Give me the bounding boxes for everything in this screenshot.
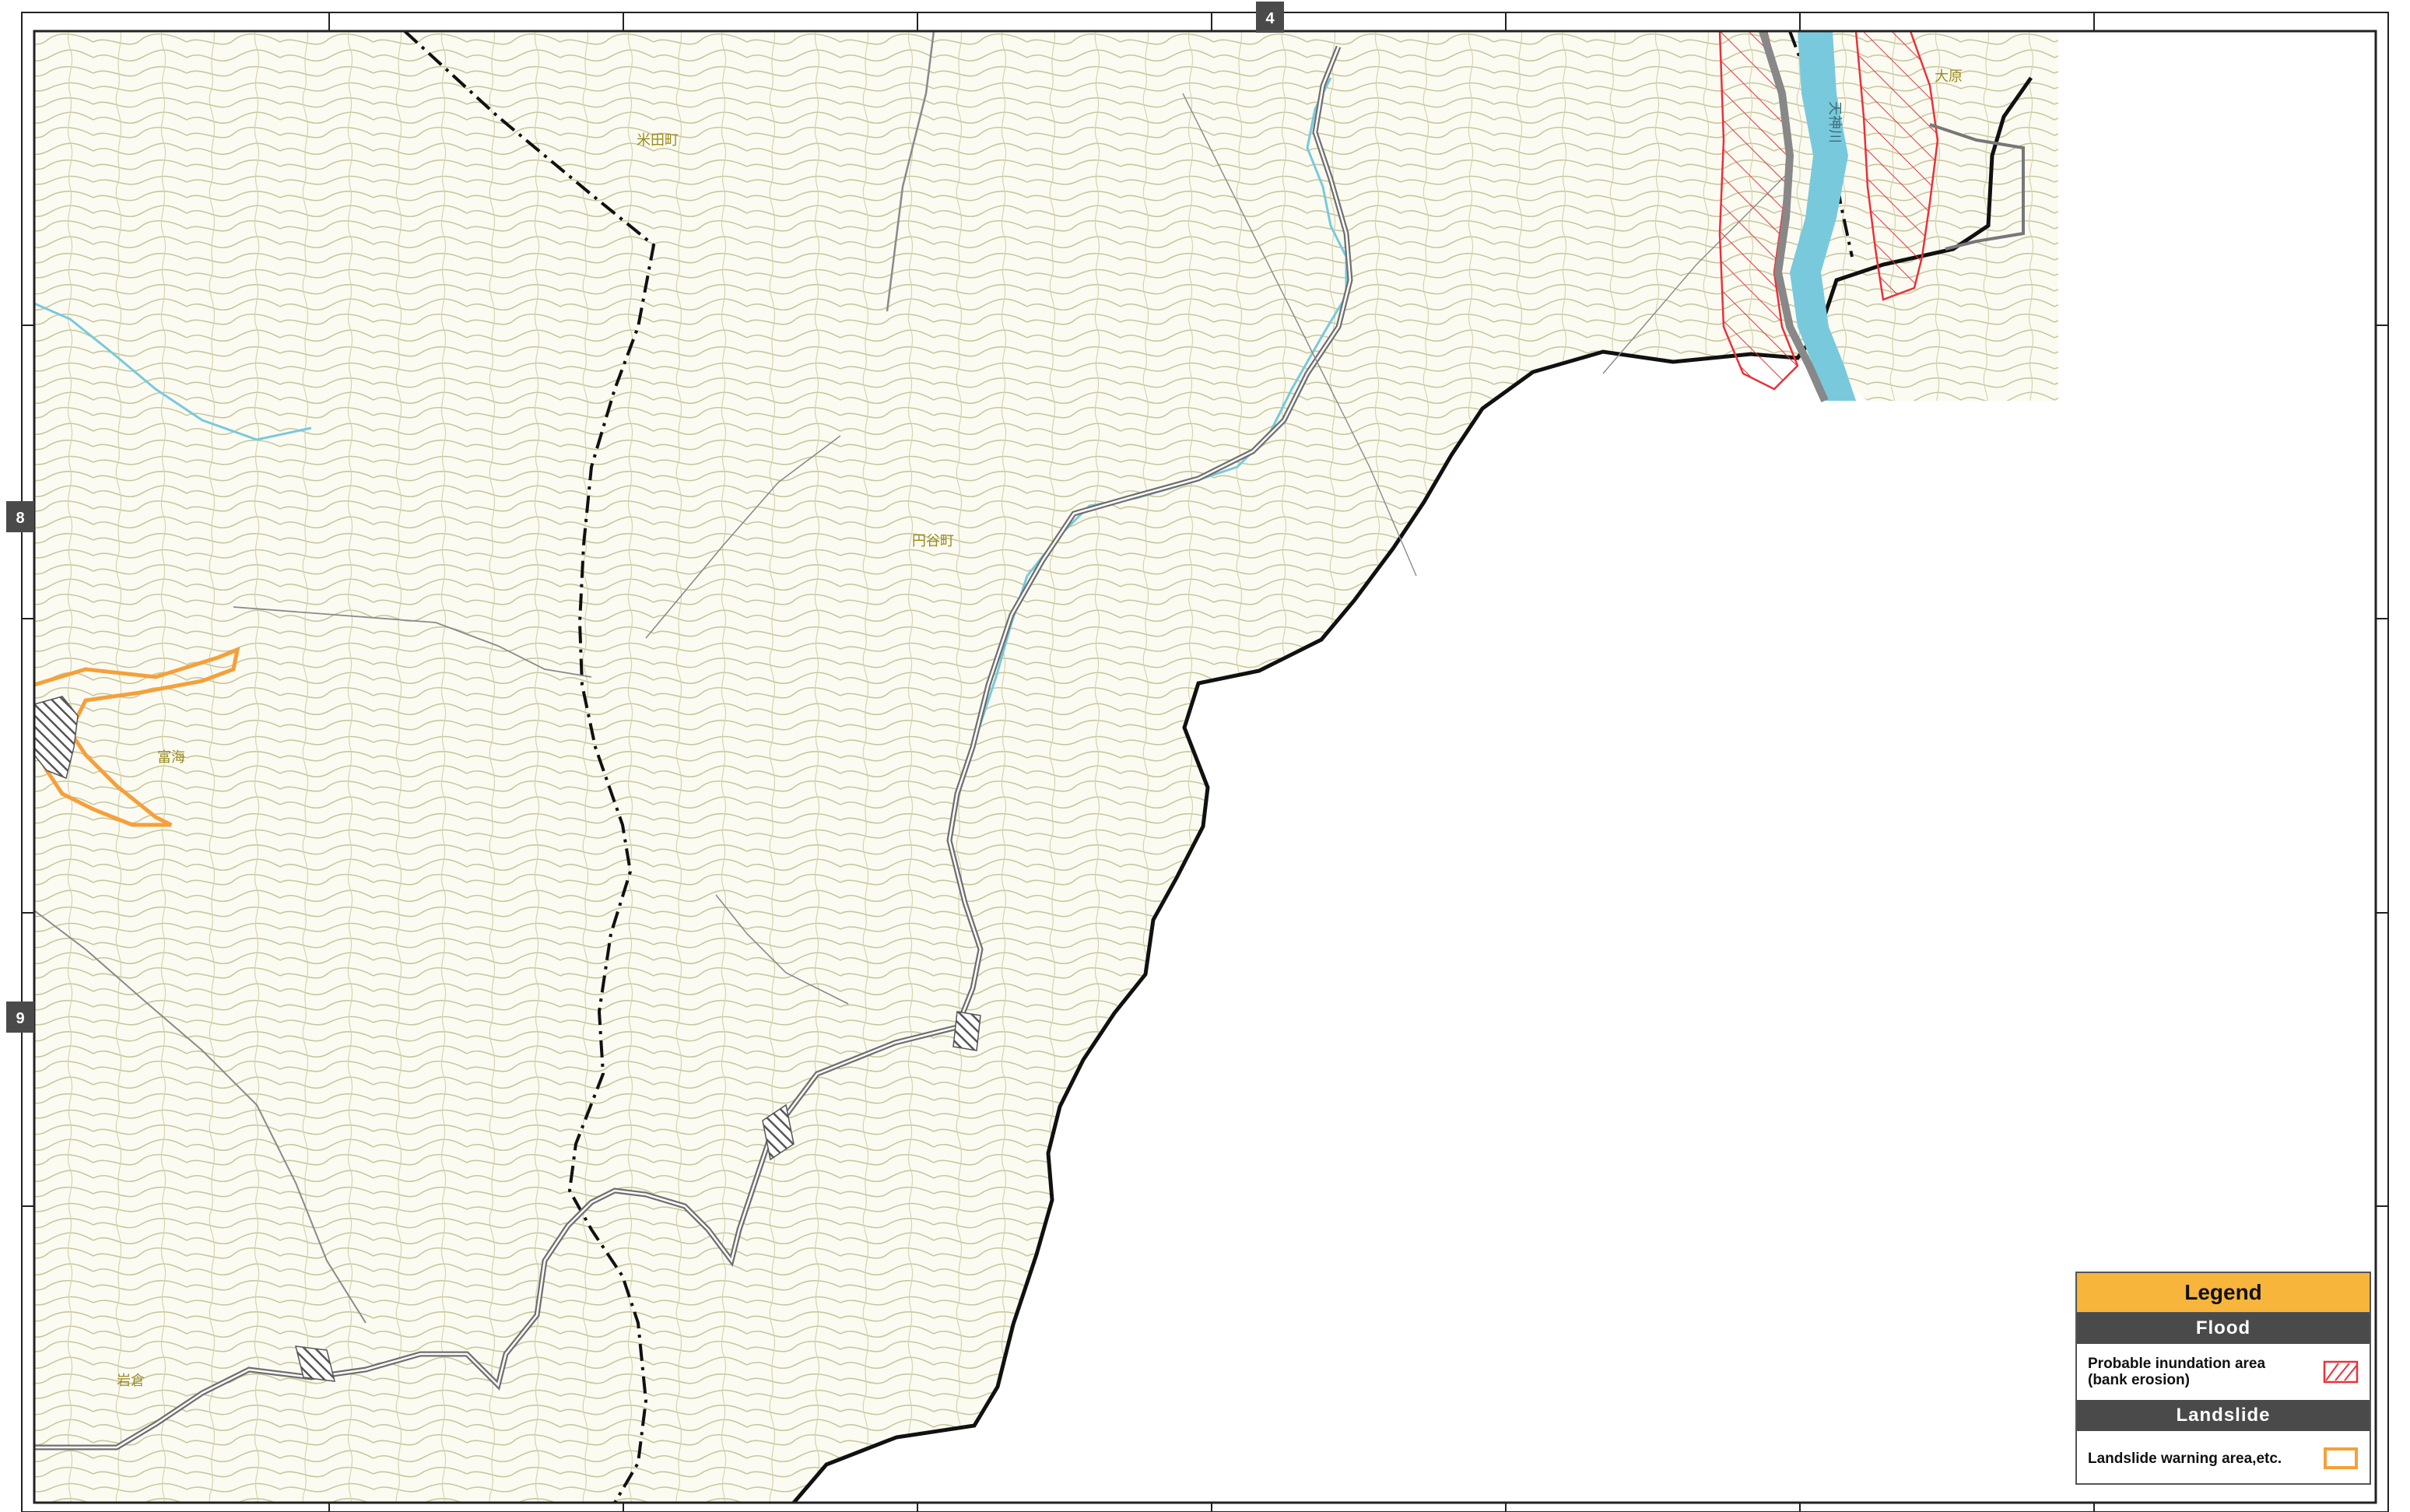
minor-road <box>34 910 367 1324</box>
highway <box>1759 31 1829 403</box>
main-road-inner <box>34 46 1352 1449</box>
orange-outline-rectangle-icon <box>2324 1447 2358 1469</box>
grid-label-top-4: 4 <box>1256 2 1284 33</box>
river-label: 天神川 <box>1826 101 1843 143</box>
legend-item-inundation: Probable inundation area (bank erosion) <box>2077 1344 2370 1400</box>
road-east <box>1929 123 2025 251</box>
town-boundary-line <box>403 31 656 1503</box>
legend-section-flood: Flood <box>2077 1313 2370 1344</box>
minor-road <box>645 435 841 639</box>
steep-slope-area <box>762 1103 795 1161</box>
place-label-ohara: 大原 <box>1935 68 1963 85</box>
minor-road <box>886 31 935 312</box>
steep-slope-area <box>952 1011 981 1051</box>
minor-road <box>233 606 592 678</box>
legend-item-inundation-label: Probable inundation area (bank erosion) <box>2088 1356 2266 1388</box>
stream-west <box>34 302 312 441</box>
grid-label-left-8: 8 <box>6 501 34 532</box>
legend-item-landslide-label: Landslide warning area,etc. <box>2088 1450 2282 1467</box>
red-hatched-rectangle-icon <box>2323 1360 2359 1384</box>
flood-area-east <box>1854 31 1939 301</box>
map-frame <box>33 30 2377 1504</box>
minor-road <box>1182 93 1417 577</box>
steep-slope-area <box>34 696 79 780</box>
terrain-area <box>34 31 2058 1503</box>
map-outer-frame <box>21 12 2389 1512</box>
svg-text:8: 8 <box>16 510 24 527</box>
minor-road <box>715 894 849 1005</box>
svg-text:4: 4 <box>1265 10 1275 27</box>
svg-text:9: 9 <box>16 1010 24 1027</box>
grid-label-left-9: 9 <box>6 1002 34 1033</box>
legend-box: Legend Flood Probable inundation area (b… <box>2075 1272 2371 1485</box>
place-label-yoneda: 米田町 <box>637 132 679 149</box>
legend-title: Legend <box>2077 1273 2370 1313</box>
grid-ticks <box>22 12 2388 1512</box>
boundary-line <box>792 76 2033 1503</box>
river-tenjin <box>1790 31 1856 401</box>
place-label-tomiumi: 富海 <box>157 749 185 766</box>
place-label-iwakura: 岩倉 <box>117 1373 145 1389</box>
legend-item-landslide: Landslide warning area,etc. <box>2077 1431 2370 1486</box>
legend-section-landslide: Landslide <box>2077 1400 2370 1431</box>
place-label-maruya: 円谷町 <box>912 533 954 549</box>
steep-slope-area <box>295 1345 335 1382</box>
